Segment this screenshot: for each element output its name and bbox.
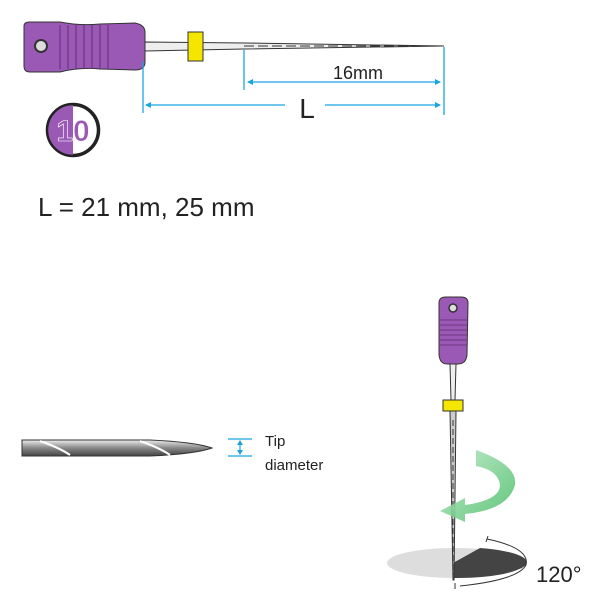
rotation-illustration: 120° [387,296,582,589]
file-horizontal [23,21,445,73]
stopper [442,399,464,412]
flute-length-label: 16mm [333,63,383,83]
size-number: 10 [56,115,89,148]
tip-label-line1: Tip [265,433,285,450]
size-badge: 10 [45,102,101,158]
rotation-arc-icon [459,538,527,587]
length-spec: L = 21 mm, 25 mm [38,192,255,222]
dimension-lines [142,47,445,115]
tip-label-line2: diameter [265,457,323,474]
rotation-label: 120° [536,562,582,587]
rotation-sector [453,548,527,579]
length-symbol-label: L [299,93,315,124]
stopper [187,31,204,62]
shaft [449,363,457,401]
handle-hole [34,39,48,53]
rotation-arrow-icon [440,450,516,522]
tip-detail: Tip diameter [21,433,323,474]
